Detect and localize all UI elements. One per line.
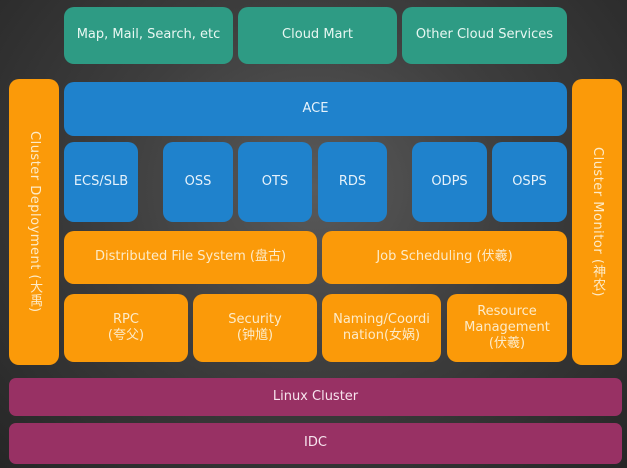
cluster-monitor-column: Cluster Monitor (神农)	[572, 79, 622, 365]
module-security: Security (钟馗)	[193, 294, 317, 362]
service-oss-label: OSS	[184, 173, 212, 189]
module-naming-line1: Naming/Coordi	[333, 311, 430, 327]
service-oss: OSS	[163, 142, 233, 222]
module-rpc: RPC (夸父)	[64, 294, 188, 362]
module-security-line2: (钟馗)	[236, 328, 274, 343]
ace-layer: ACE	[64, 82, 567, 136]
service-rds-label: RDS	[338, 173, 367, 189]
linux-cluster-label: Linux Cluster	[272, 388, 359, 404]
service-rds: RDS	[318, 142, 387, 222]
module-resource-line1: Resource	[477, 303, 537, 319]
idc-layer: IDC	[9, 423, 622, 464]
cluster-monitor-label: Cluster Monitor (神农)	[590, 147, 606, 297]
cluster-deployment-label: Cluster Deployment (大禹)	[27, 131, 43, 313]
linux-cluster-layer: Linux Cluster	[9, 378, 622, 416]
module-resource-line3: (伏羲)	[488, 336, 526, 352]
module-rpc-line2: (夸父)	[107, 328, 145, 343]
ace-label: ACE	[302, 100, 329, 116]
service-ecs-slb-label: ECS/SLB	[73, 173, 129, 189]
top-box-apps-label: Map, Mail, Search, etc	[76, 27, 221, 43]
module-resource-management: Resource Management (伏羲)	[447, 294, 567, 362]
top-box-apps: Map, Mail, Search, etc	[64, 7, 233, 64]
service-ecs-slb: ECS/SLB	[64, 142, 138, 222]
service-odps-label: ODPS	[431, 173, 468, 189]
top-box-cloud-mart: Cloud Mart	[238, 7, 397, 64]
job-scheduling-label: Job Scheduling (伏羲)	[376, 249, 513, 265]
service-osps-label: OSPS	[512, 173, 547, 189]
distributed-file-system-label: Distributed File System (盘古)	[94, 249, 287, 265]
cluster-deployment-column: Cluster Deployment (大禹)	[9, 79, 59, 365]
module-resource-line2: Management	[464, 319, 550, 335]
distributed-file-system: Distributed File System (盘古)	[64, 231, 317, 284]
job-scheduling: Job Scheduling (伏羲)	[322, 231, 567, 284]
idc-label: IDC	[304, 435, 327, 451]
service-ots-label: OTS	[261, 173, 289, 189]
service-odps: ODPS	[412, 142, 487, 222]
top-box-other-services-label: Other Cloud Services	[415, 27, 554, 43]
service-osps: OSPS	[492, 142, 567, 222]
module-naming-line2: nation(女娲)	[342, 328, 421, 343]
module-security-line1: Security	[228, 311, 282, 327]
service-ots: OTS	[238, 142, 312, 222]
module-rpc-line1: RPC	[113, 311, 139, 327]
module-naming-coordination: Naming/Coordi nation(女娲)	[322, 294, 441, 362]
top-box-other-services: Other Cloud Services	[402, 7, 567, 64]
top-box-cloud-mart-label: Cloud Mart	[282, 27, 353, 43]
